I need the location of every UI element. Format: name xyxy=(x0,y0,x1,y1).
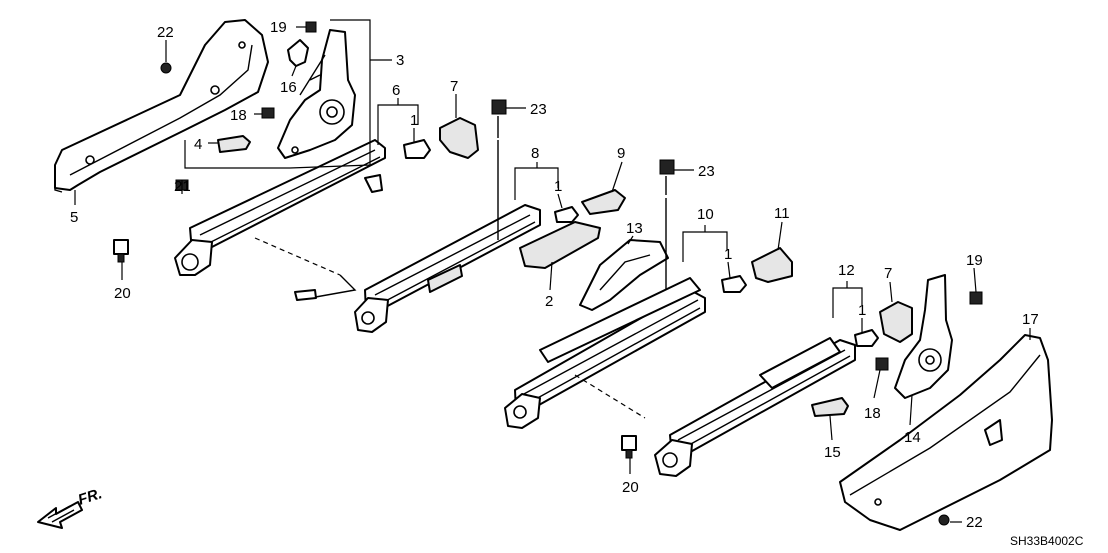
part-8-inner-rail xyxy=(354,204,541,333)
callout-6: 6 xyxy=(392,82,400,99)
callout-20a: 20 xyxy=(114,285,131,302)
callout-14: 14 xyxy=(904,429,921,446)
callout-13: 13 xyxy=(626,220,643,237)
callout-2: 2 xyxy=(545,293,553,310)
slide-rod-right xyxy=(574,374,646,419)
callout-17: 17 xyxy=(1022,311,1039,328)
callout-16: 16 xyxy=(280,79,297,96)
fastener-19a-bolt xyxy=(305,21,317,33)
callout-4: 4 xyxy=(194,136,202,153)
leader-7b xyxy=(889,281,893,303)
slide-rod xyxy=(254,237,357,301)
callout-1c: 1 xyxy=(724,246,732,263)
leader-1b xyxy=(557,193,563,209)
fastener-22a-screw xyxy=(160,62,172,74)
fastener-20b-bolt xyxy=(621,435,637,459)
callout-23b: 23 xyxy=(698,163,715,180)
callout-22b: 22 xyxy=(966,514,983,531)
fastener-19b-bolt xyxy=(969,291,983,305)
part-4-knob xyxy=(217,135,251,153)
callout-5: 5 xyxy=(70,209,78,226)
bracket-3-dashed xyxy=(184,140,290,169)
part-3-recliner xyxy=(277,29,356,159)
part-1d-clip xyxy=(854,329,879,347)
fastener-18a-bolt xyxy=(261,107,275,119)
part-1a-clip xyxy=(403,139,431,159)
bracket-6 xyxy=(377,98,419,145)
callout-18a: 18 xyxy=(230,107,247,124)
bracket-3 xyxy=(289,19,392,169)
callout-3: 3 xyxy=(396,52,404,69)
part-7b-latch-cover xyxy=(879,301,913,343)
callout-22a: 22 xyxy=(157,24,174,41)
part-7a-latch-cover xyxy=(439,117,479,159)
bracket-10 xyxy=(682,225,728,262)
callout-12: 12 xyxy=(838,262,855,279)
fastener-22b-screw xyxy=(938,514,950,526)
fastener-18b-bolt xyxy=(875,357,889,371)
part-1b-clip xyxy=(554,206,579,223)
callout-19a: 19 xyxy=(270,19,287,36)
fastener-23b-bolt xyxy=(659,159,675,290)
callout-23a: 23 xyxy=(530,101,547,118)
leader-15 xyxy=(829,415,833,441)
part-6-outer-rail xyxy=(174,139,386,276)
part-12-inner-rail xyxy=(654,337,856,477)
part-10-outer-rail xyxy=(504,277,706,429)
callout-15: 15 xyxy=(824,444,841,461)
part-16-cable-clip xyxy=(287,39,309,67)
leader-18b xyxy=(873,369,881,399)
callout-1b: 1 xyxy=(554,178,562,195)
bracket-8 xyxy=(514,162,559,200)
callout-8: 8 xyxy=(531,145,539,162)
part-17-side-cover xyxy=(839,334,1053,531)
leader-2 xyxy=(549,261,553,291)
part-9-cover xyxy=(581,189,626,215)
callout-9: 9 xyxy=(617,145,625,162)
part-5-side-cover xyxy=(54,19,269,193)
leader-14 xyxy=(909,394,913,426)
callout-11: 11 xyxy=(774,205,790,222)
part-15-knob xyxy=(811,397,849,417)
leader-19b xyxy=(973,267,977,293)
part-11-cover xyxy=(751,247,793,283)
leader-16 xyxy=(291,65,297,77)
leader-9 xyxy=(611,161,623,193)
front-direction-indicator: FR. xyxy=(37,485,104,529)
callout-18b: 18 xyxy=(864,405,881,422)
callout-1a: 1 xyxy=(410,112,418,129)
callout-7a: 7 xyxy=(450,78,458,95)
part-2-shield xyxy=(519,221,601,269)
callout-21: 21 xyxy=(174,178,191,195)
callout-20b: 20 xyxy=(622,479,639,496)
fastener-23a-bolt xyxy=(491,99,507,240)
bracket-12 xyxy=(832,281,863,318)
callout-19b: 19 xyxy=(966,252,983,269)
front-label: FR. xyxy=(76,485,104,509)
leader-1c xyxy=(727,261,731,279)
part-13-handle xyxy=(579,239,669,311)
leader-13 xyxy=(627,235,634,245)
front-arrow-icon xyxy=(37,501,83,529)
part-1c-clip xyxy=(721,275,747,293)
callout-10: 10 xyxy=(697,206,714,223)
fastener-20a-bolt xyxy=(113,239,129,263)
callout-7b: 7 xyxy=(884,265,892,282)
leader-11 xyxy=(777,221,783,251)
part-14-recliner xyxy=(894,274,953,399)
drawing-code: SH33B4002C xyxy=(1010,534,1084,548)
callout-1d: 1 xyxy=(858,302,866,319)
